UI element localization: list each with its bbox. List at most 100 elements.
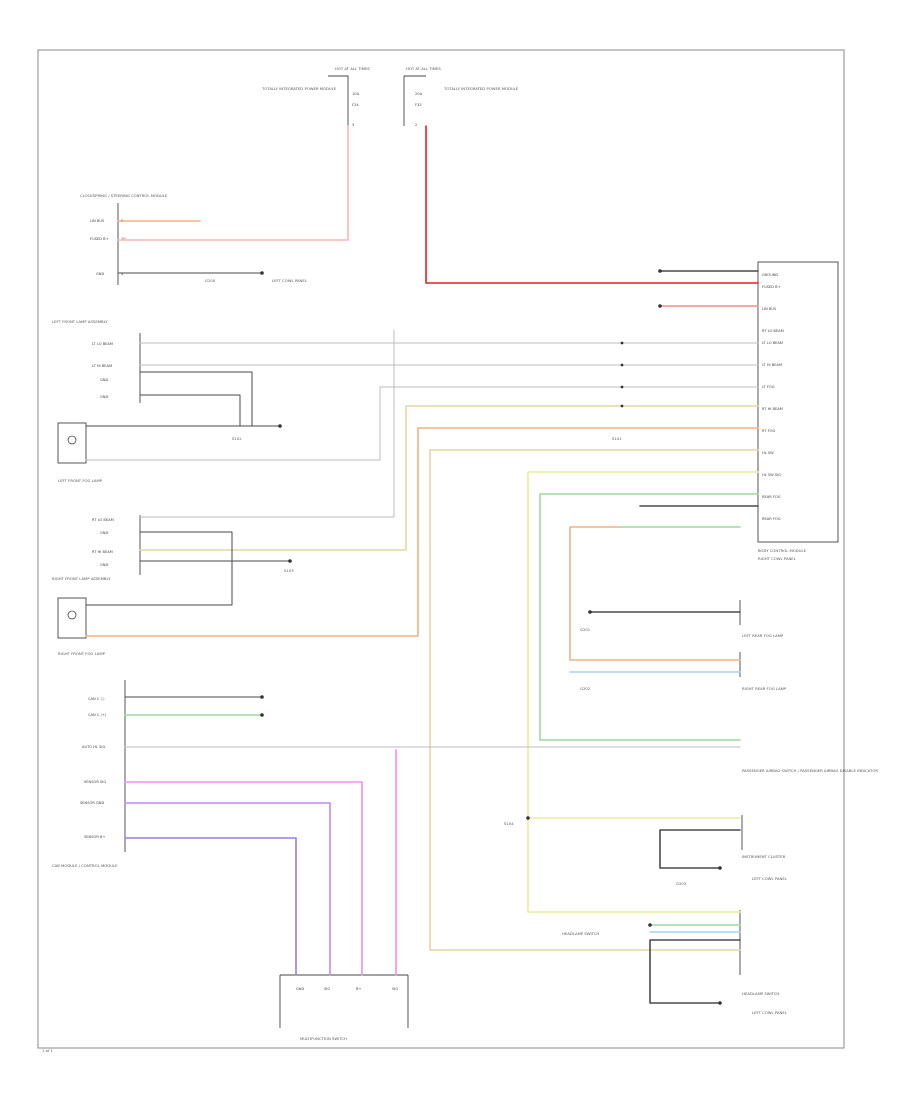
- svg-text:20A: 20A: [415, 92, 423, 96]
- wire-rt-lo-beam-tie: [139, 329, 395, 518]
- svg-text:RT LO BEAM: RT LO BEAM: [762, 329, 784, 333]
- splice-4-label: S104: [504, 821, 514, 826]
- wire-sensor-b: [124, 837, 297, 976]
- svg-text:10A: 10A: [352, 92, 360, 96]
- multifunction-switch-label: MULTIFUNCTION SWITCH: [300, 1036, 347, 1041]
- splice-1-label: S101: [612, 436, 622, 441]
- svg-text:GND: GND: [100, 531, 108, 535]
- tipm-label-2: TOTALLY INTEGRATED POWER MODULE: [443, 86, 519, 91]
- headlamp-switch-label: HEADLAMP SWITCH: [742, 991, 779, 996]
- wire-cluster-ground: [659, 829, 741, 869]
- headlamp-switch-assy-label: HEADLAMP SWITCH: [562, 931, 599, 936]
- ground-2-label: G201: [580, 627, 591, 632]
- svg-text:B+: B+: [356, 987, 361, 991]
- terminals: [260, 269, 722, 1005]
- left-panel-1-label: LEFT COWL PANEL: [272, 278, 308, 283]
- svg-text:REAR FOG: REAR FOG: [762, 517, 781, 521]
- right-front-fog-lamp-box: [57, 597, 87, 639]
- svg-text:4: 4: [121, 272, 124, 276]
- left-panel-3-label: LEFT COWL PANEL: [752, 1010, 788, 1015]
- left-front-fog-lamp-label: LEFT FRONT FOG LAMP: [58, 478, 103, 483]
- svg-text:RT LO BEAM: RT LO BEAM: [92, 518, 114, 522]
- wire-rear-fog-green: [539, 493, 759, 741]
- ground-4-label: G203: [676, 881, 687, 886]
- ground-1-label: G200: [205, 278, 216, 283]
- cab-module-label: CAB MODULE / CONTROL MODULE: [52, 863, 118, 868]
- svg-text:GND: GND: [100, 395, 108, 399]
- wire-rt-gnd-2: [139, 531, 291, 562]
- svg-text:CAN C (+): CAN C (+): [88, 713, 107, 717]
- left-panel-2-label: LEFT COWL PANEL: [752, 876, 788, 881]
- svg-text:RT HI BEAM: RT HI BEAM: [92, 550, 113, 554]
- wire-sensor-gnd: [124, 802, 331, 976]
- svg-text:SIG: SIG: [324, 987, 330, 991]
- left-fog-bulb-icon: [67, 435, 77, 445]
- wires: [85, 125, 759, 1004]
- right-fog-bulb-icon: [67, 610, 77, 620]
- svg-text:RT FOG: RT FOG: [762, 429, 775, 433]
- left-front-lamp-assy-label: LEFT FRONT LAMP ASSEMBLY: [52, 319, 108, 324]
- wire-hl-sw-sig: [527, 471, 759, 913]
- wire-sensor-sig: [124, 781, 363, 976]
- left-rear-fog-label: LEFT REAR FOG LAMP: [742, 633, 784, 638]
- wire-rear-fog-orange: [569, 526, 741, 661]
- wire-fuse-to-steering: [117, 125, 349, 241]
- right-front-lamp-assembly: RT LO BEAM RT HI BEAM GND GND RIGHT FRON…: [52, 515, 141, 656]
- svg-text:SENSOR SIG: SENSOR SIG: [84, 780, 106, 784]
- tipm-fuse-block-left: HOT AT ALL TIMES TOTALLY INTEGRATED POWE…: [261, 66, 370, 127]
- wire-lt-gnd-1: [139, 371, 253, 427]
- wire-rt-fog: [85, 427, 759, 637]
- svg-text:LT HI BEAM: LT HI BEAM: [92, 364, 112, 368]
- wire-lt-gnd-2: [85, 394, 241, 427]
- steering-module-label: CLOCKSPRING / STEERING CONTROL MODULE: [80, 193, 168, 198]
- wire-hl-sw-ground: [649, 939, 741, 1004]
- svg-text:FUSED B+: FUSED B+: [762, 285, 781, 289]
- svg-text:GND: GND: [296, 987, 304, 991]
- wire-lt-fog: [85, 386, 759, 461]
- hot-label-2: HOT AT ALL TIMES: [406, 66, 441, 71]
- passenger-airbag-switch: PASSENGER AIRBAG SWITCH / PASSENGER AIRB…: [742, 768, 878, 773]
- rear-fog-lamps: LEFT REAR FOG LAMP RIGHT REAR FOG LAMP G…: [580, 600, 787, 691]
- svg-text:CAN C (-): CAN C (-): [88, 697, 105, 701]
- svg-text:LIN BUS: LIN BUS: [90, 219, 105, 223]
- splice-3-label: S103: [284, 568, 294, 573]
- wire-hl-switch: [429, 449, 759, 951]
- svg-text:FUSED B+: FUSED B+: [90, 237, 109, 241]
- diagram-frame: [37, 49, 845, 1049]
- svg-text:HL SW: HL SW: [762, 451, 774, 455]
- svg-text:REAR FOG: REAR FOG: [762, 495, 781, 499]
- steering-control-module: CLOCKSPRING / STEERING CONTROL MODULE LI…: [80, 193, 308, 285]
- left-front-fog-lamp-box: [57, 422, 87, 464]
- splice-2-label: S102: [232, 436, 242, 441]
- svg-text:LT FOG: LT FOG: [762, 385, 775, 389]
- tipm-fuse-block-right: HOT AT ALL TIMES TOTALLY INTEGRATED POWE…: [403, 66, 519, 127]
- bcm-label: BODY CONTROL MODULE: [758, 548, 807, 553]
- cab-control-module: CAN C (-) CAN C (+) AUTO HL SIG SENSOR S…: [52, 680, 126, 868]
- svg-text:F24: F24: [352, 103, 359, 107]
- left-front-lamp-assembly: LEFT FRONT LAMP ASSEMBLY LT LO BEAM LT H…: [52, 319, 141, 483]
- svg-text:HL SW SIG: HL SW SIG: [762, 473, 781, 477]
- bcm-location-label: RIGHT COWL PANEL: [758, 556, 797, 561]
- hot-label-1: HOT AT ALL TIMES: [335, 66, 370, 71]
- right-front-lamp-assy-label: RIGHT FRONT LAMP ASSEMBLY: [52, 576, 111, 581]
- tipm-label-1: TOTALLY INTEGRATED POWER MODULE: [261, 86, 337, 91]
- body-control-module: GROUND FUSED B+ LIN BUS RT LO BEAM LT LO…: [757, 261, 839, 561]
- multifunction-switch: GND SIG B+ SIG MULTIFUNCTION SWITCH: [279, 974, 409, 1041]
- svg-text:GND: GND: [96, 272, 104, 276]
- svg-text:LIN BUS: LIN BUS: [762, 307, 777, 311]
- svg-text:SENSOR GND: SENSOR GND: [80, 801, 104, 805]
- svg-text:GND: GND: [100, 563, 108, 567]
- svg-text:AUTO HL SIG: AUTO HL SIG: [82, 745, 105, 749]
- right-front-fog-lamp-label: RIGHT FRONT FOG LAMP: [58, 651, 106, 656]
- passenger-airbag-label: PASSENGER AIRBAG SWITCH / PASSENGER AIRB…: [742, 768, 878, 773]
- ground-3-label: G202: [580, 686, 591, 691]
- svg-text:RT HI BEAM: RT HI BEAM: [762, 407, 783, 411]
- svg-text:LT HI BEAM: LT HI BEAM: [762, 363, 782, 367]
- bcm-box: [757, 261, 839, 543]
- svg-text:10: 10: [121, 237, 126, 241]
- wire-rt-gnd: [85, 560, 233, 606]
- svg-text:F32: F32: [415, 103, 422, 107]
- svg-text:LT LO BEAM: LT LO BEAM: [92, 342, 113, 346]
- instrument-cluster-label: INSTRUMENT CLUSTER: [742, 854, 786, 859]
